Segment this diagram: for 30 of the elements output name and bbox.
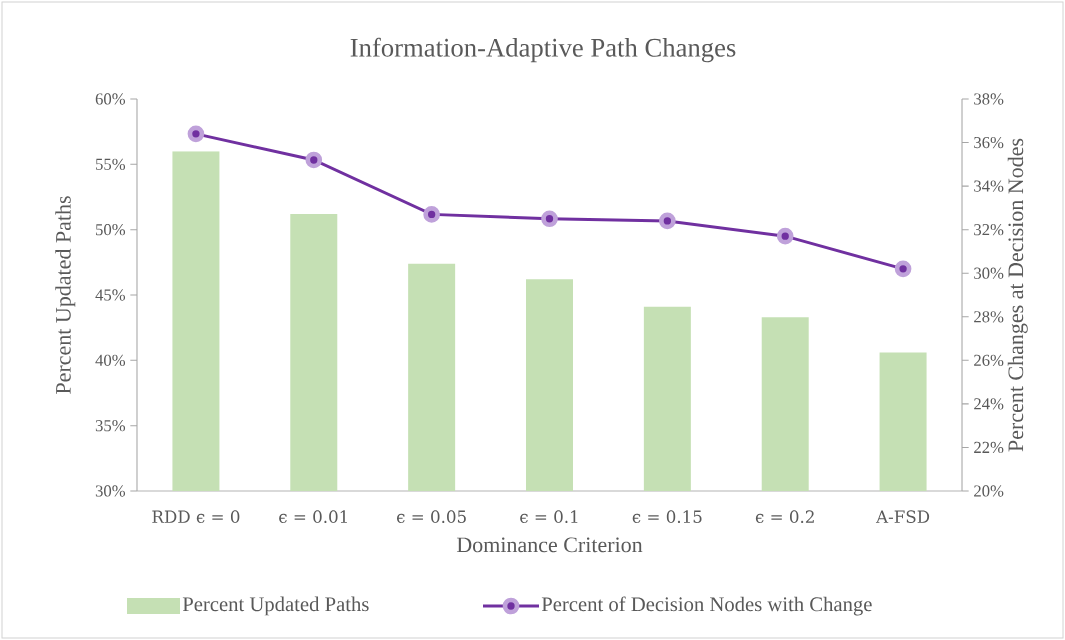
y2-tick-label: 20% [974,485,1004,497]
y-tick-label: 30% [95,485,126,497]
x-axis-title: Dominance Criterion [456,537,643,553]
x-tick-label: ϵ = 0.2 [755,510,814,523]
y-axis-title: Percent Updated Paths [55,196,76,394]
x-tick-label: RDD ϵ = 0 [152,510,240,523]
y2-axis-title: Percent Changes at Decision Nodes [1007,138,1028,452]
y2-tick-label: 22% [974,441,1004,454]
x-tick-label: ϵ = 0.05 [396,510,466,523]
y2-tick-label: 36% [974,136,1004,149]
chart-title: Information-Adaptive Path Changes [350,37,736,63]
y-tick-label: 50% [96,224,126,236]
y2-tick-label: 24% [974,398,1004,410]
legend-label: Percent of Decision Nodes with Change [541,596,872,616]
y2-tick-label: 28% [974,311,1004,323]
x-tick-label: ϵ = 0.1 [520,510,578,523]
y2-tick-label: 26% [974,354,1004,366]
y-tick-label: 60% [95,93,126,105]
y-tick-label: 40% [95,354,126,366]
y2-tick-label: 34% [974,180,1004,192]
x-tick-label: ϵ = 0.01 [279,510,347,523]
y2-tick-label: 32% [974,224,1004,236]
x-tick-label: ϵ = 0.15 [632,510,702,523]
y-tick-label: 35% [95,420,126,432]
y-tick-label: 55% [96,158,126,170]
legend-label: Percent Updated Paths [182,596,369,616]
y2-tick-label: 38% [974,93,1004,105]
x-tick-label: A-FSD [875,510,930,523]
y2-tick-label: 30% [974,267,1004,279]
y-tick-label: 45% [95,289,126,301]
